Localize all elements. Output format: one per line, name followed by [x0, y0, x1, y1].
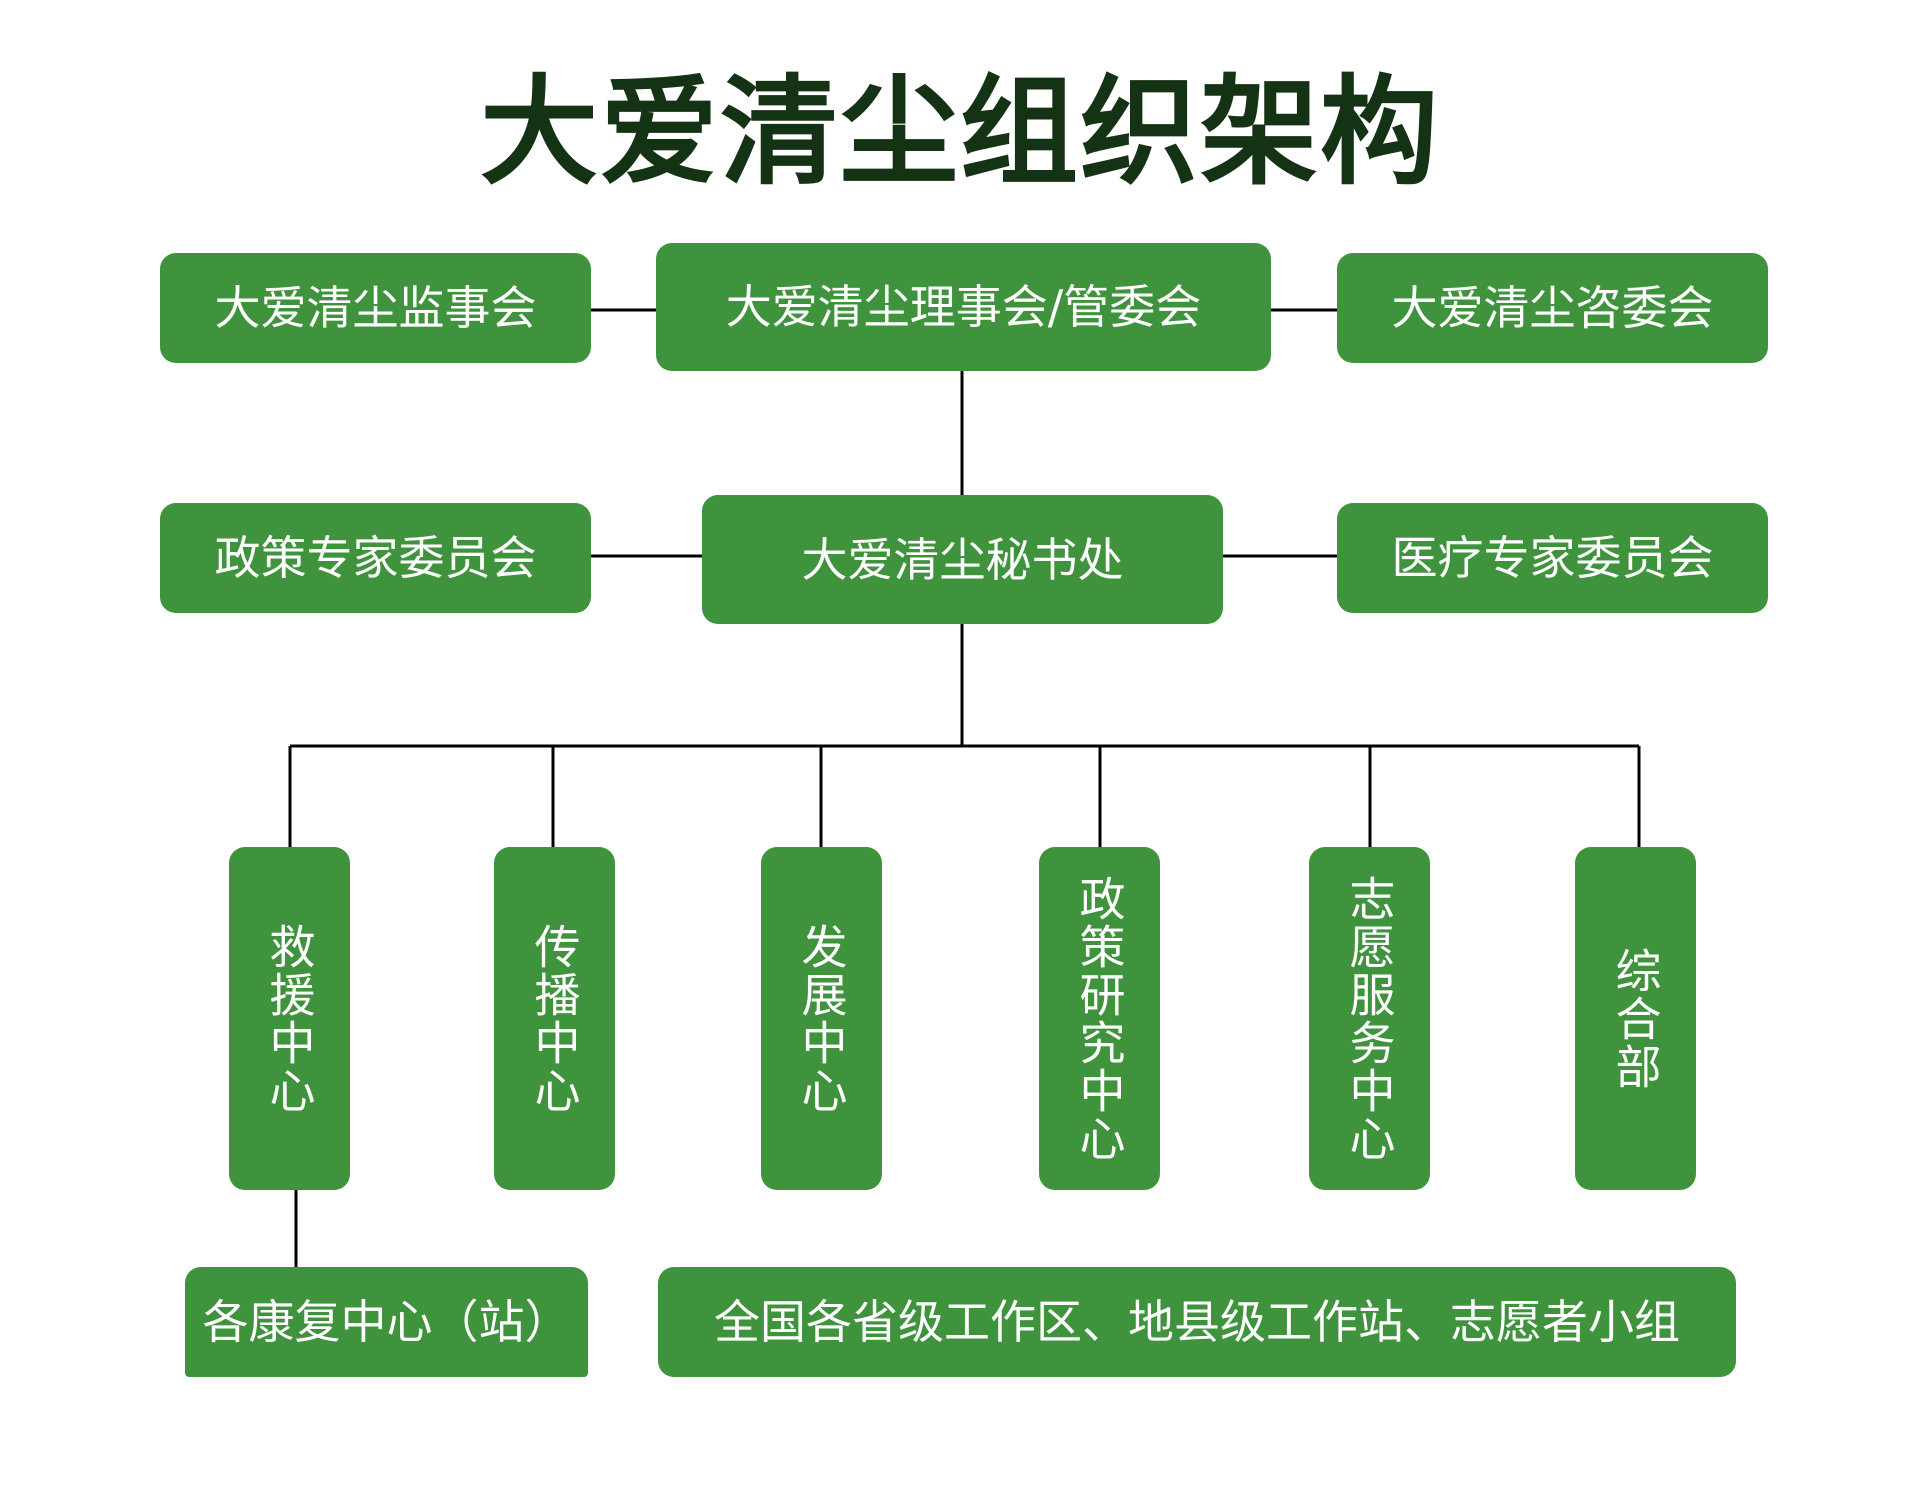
rehab-centers-box: 各康复中心（站） [185, 1267, 588, 1377]
department-label: 传播中心 [527, 922, 582, 1115]
department-label: 政策研究中心 [1072, 874, 1127, 1163]
medical-expert-committee-box: 医疗专家委员会 [1337, 503, 1768, 613]
department-label: 救援中心 [262, 922, 317, 1115]
department-label: 发展中心 [794, 922, 849, 1115]
regional-network-box: 全国各省级工作区、地县级工作站、志愿者小组 [658, 1267, 1736, 1377]
department-development-center: 发展中心 [761, 847, 882, 1190]
advisory-board-box: 大爱清尘咨委会 [1337, 253, 1768, 363]
board-of-directors-box: 大爱清尘理事会/管委会 [656, 243, 1271, 371]
department-volunteer-service-center: 志愿服务中心 [1309, 847, 1430, 1190]
policy-expert-committee-box: 政策专家委员会 [160, 503, 591, 613]
department-general-affairs: 综合部 [1575, 847, 1696, 1190]
page-title: 大爱清尘组织架构 [479, 63, 1440, 201]
department-label: 志愿服务中心 [1342, 874, 1397, 1163]
secretariat-box: 大爱清尘秘书处 [702, 495, 1223, 624]
department-rescue-center: 救援中心 [229, 847, 350, 1190]
department-label: 综合部 [1608, 946, 1663, 1091]
department-communication-center: 传播中心 [494, 847, 615, 1190]
supervisory-board-box: 大爱清尘监事会 [160, 253, 591, 363]
department-policy-research-center: 政策研究中心 [1039, 847, 1160, 1190]
